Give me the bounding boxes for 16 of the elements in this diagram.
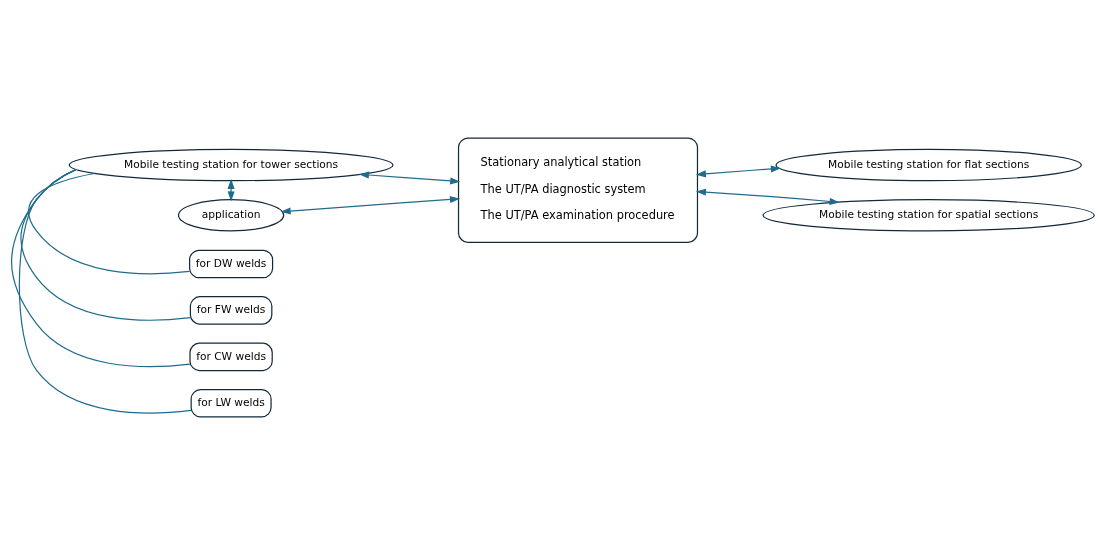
connector (20, 168, 191, 321)
connector (18, 168, 192, 414)
connector (28, 172, 191, 274)
connector (11, 168, 191, 367)
node-ellipse: Mobile testing station for flat sections (775, 148, 1082, 181)
arrow (227, 178, 235, 201)
node-box: for FW welds (189, 295, 273, 325)
node-box: for LW welds (190, 388, 272, 418)
node-box: for DW welds (189, 249, 274, 278)
node-ellipse: application (177, 198, 285, 231)
arrow (695, 188, 840, 205)
arrow (280, 195, 461, 215)
arrow (358, 171, 461, 184)
arrow (695, 164, 781, 177)
node-box: Stationary analytical station The UT/PA diagnostic system The UT/PA examination procedure (457, 136, 699, 243)
node-box: for CW welds (189, 342, 273, 371)
